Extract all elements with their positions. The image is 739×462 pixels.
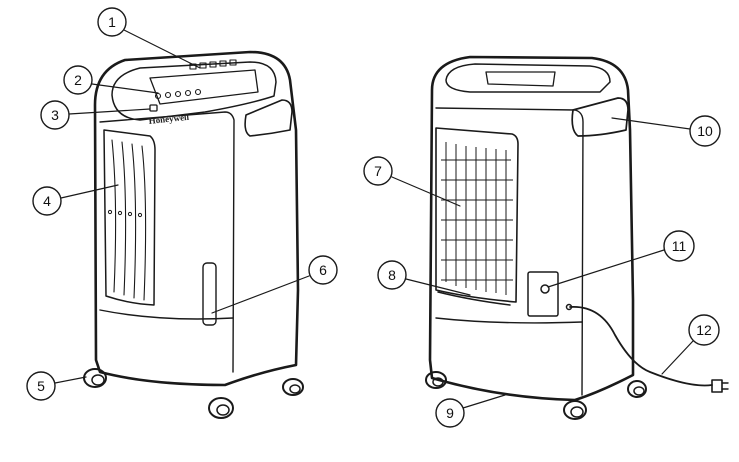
callout-3-label: 3 [51, 107, 59, 123]
callout-4 [32, 186, 62, 216]
callout-8-label: 8 [388, 267, 396, 283]
callout-4-label: 4 [43, 193, 51, 209]
louvers [103, 129, 156, 306]
callout-8 [377, 260, 407, 290]
filter-tab [437, 291, 511, 306]
callout-1-label: 1 [108, 14, 116, 30]
carry-handle [571, 97, 629, 137]
front-unit: Honeywell [83, 50, 304, 419]
brand-logo-text: Honeywell [148, 112, 190, 126]
rear-filter-grille [435, 127, 519, 303]
indicator-light [149, 104, 158, 112]
water-level-indicator [202, 262, 217, 326]
front-wheels [83, 368, 304, 419]
callout-6 [308, 255, 338, 285]
callout-10 [689, 115, 721, 147]
callout-6-label: 6 [319, 262, 327, 278]
control-buttons [154, 59, 237, 100]
callout-7 [363, 156, 393, 186]
callout-2-label: 2 [74, 72, 82, 88]
power-cord [569, 306, 729, 393]
callout-7-label: 7 [374, 163, 382, 179]
callout-12 [688, 314, 720, 346]
callout-12-label: 12 [696, 322, 712, 338]
power-cord-outlet [527, 271, 559, 317]
callout-11-label: 11 [672, 238, 687, 254]
callout-10-label: 10 [697, 123, 713, 139]
rear-wheels [425, 371, 647, 420]
callout-5 [26, 371, 56, 401]
callouts: 1 2 3 4 5 6 7 8 9 10 [26, 7, 721, 428]
rear-unit [425, 55, 729, 420]
callout-5-label: 5 [37, 378, 45, 394]
callout-1 [97, 7, 127, 37]
callout-9-label: 9 [446, 405, 454, 421]
callout-3 [40, 100, 70, 130]
callout-2 [63, 65, 93, 95]
callout-11 [663, 230, 695, 262]
callout-9 [435, 398, 465, 428]
